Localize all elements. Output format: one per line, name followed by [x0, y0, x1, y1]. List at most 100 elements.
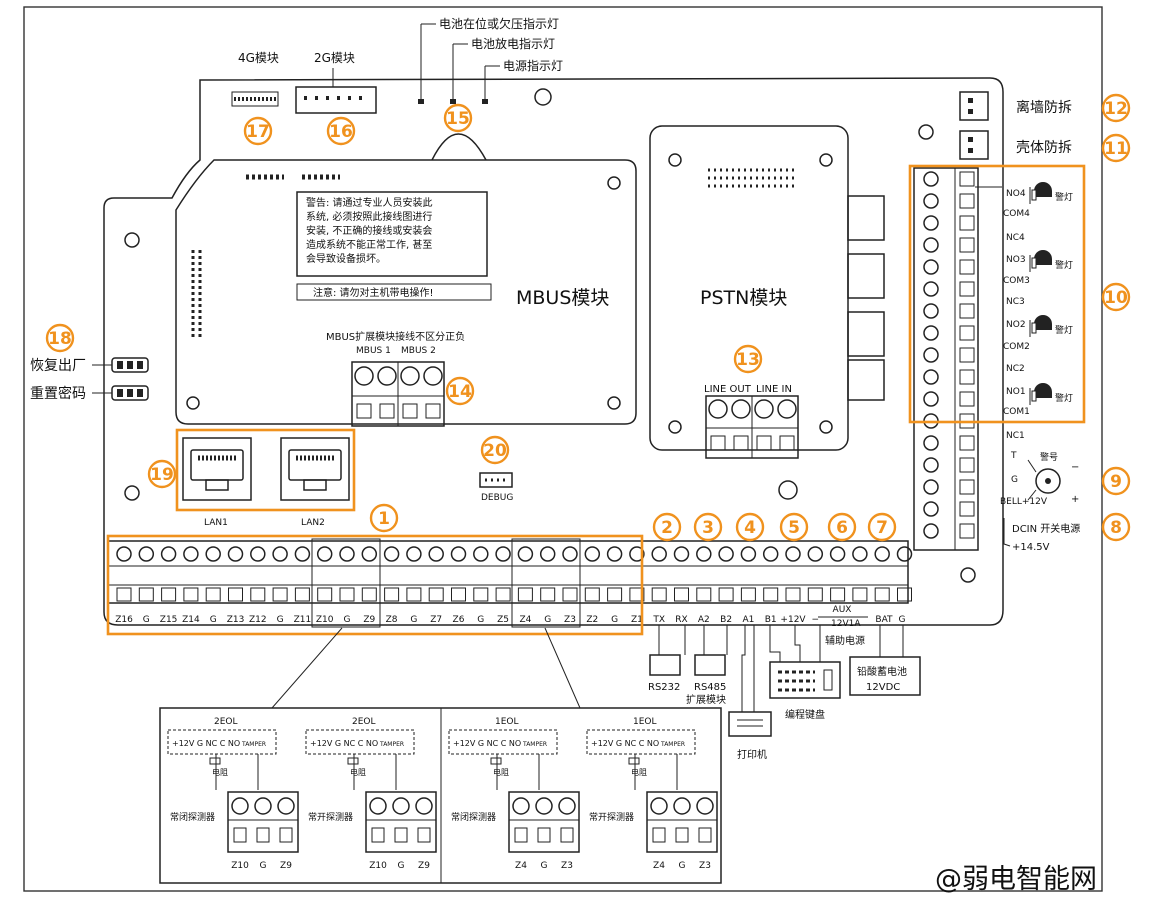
battery-hump	[431, 133, 487, 161]
detector-slot	[537, 827, 551, 843]
detector-title: 1EOL	[495, 717, 519, 727]
warning-box	[296, 191, 488, 277]
detector-tamper: TAMPER	[660, 741, 685, 748]
terminal-label: Z13	[227, 615, 245, 625]
callout-number: 13	[736, 350, 760, 370]
siren-plus: +	[1071, 494, 1079, 505]
detector-screw	[535, 797, 553, 815]
terminal-screw	[629, 546, 645, 562]
mbus1-label: MBUS 1	[356, 346, 391, 356]
terminal-screw	[250, 546, 266, 562]
relay-screw	[923, 325, 939, 341]
relay-slot	[959, 215, 975, 231]
relay-screw	[923, 259, 939, 275]
relay-com3: COM3	[1003, 276, 1030, 286]
terminal-slot	[540, 587, 556, 602]
relay-slot	[959, 391, 975, 407]
terminal-screw	[160, 546, 177, 562]
detector-name: 常闭探测器	[451, 811, 496, 823]
relay-screw	[923, 435, 939, 451]
relay-slot	[959, 479, 975, 495]
wall-tamper-switch	[959, 91, 989, 121]
relay-screw	[923, 501, 939, 517]
callout-number: 17	[246, 122, 270, 142]
detector-pins: +12V G NC C NO	[172, 739, 240, 748]
terminal-screw	[740, 546, 757, 562]
relay-slot	[959, 193, 975, 209]
lan2-port[interactable]	[280, 437, 350, 501]
keypad-device: 编程键盘 辅助电源	[769, 625, 865, 721]
module-4g-label: 4G模块	[238, 51, 279, 65]
relay-screw	[923, 237, 939, 253]
terminal-slot	[294, 587, 310, 602]
detector-screw	[696, 797, 714, 815]
pstn-module-title: PSTN模块	[700, 287, 787, 309]
terminal-slot	[852, 587, 868, 602]
detector-screw	[650, 797, 668, 815]
relay-terminal-column	[913, 167, 979, 551]
relay-highlight	[908, 164, 1086, 424]
terminal-label: G	[477, 615, 484, 625]
terminal-screws	[116, 546, 913, 602]
terminal-screw	[383, 546, 400, 562]
detector-pins: +12V G NC C NO	[453, 739, 521, 748]
detector-slot	[417, 827, 431, 843]
detector-screw	[512, 797, 530, 815]
detector-terminal-label: Z4	[653, 861, 665, 871]
detector-screw	[231, 797, 249, 815]
battery-label-1: 铅酸蓄电池	[857, 665, 907, 678]
terminal-screw	[473, 546, 489, 562]
expansion-label: 扩展模块	[686, 693, 726, 706]
terminal-screw	[852, 546, 868, 562]
relay-no1: NO1	[1006, 387, 1026, 397]
callout-10	[1101, 282, 1131, 312]
terminal-screw	[272, 546, 288, 562]
relay-screw	[923, 369, 939, 385]
terminal-slot	[228, 587, 243, 602]
lamp-3: 警灯	[1029, 250, 1073, 272]
relay-slot	[959, 435, 975, 451]
resistor-label: 电阻	[493, 767, 509, 777]
terminal-label: Z2	[586, 615, 598, 625]
terminal-slot	[607, 587, 623, 602]
rs232-device: RS232	[648, 625, 686, 693]
detector-terminal-label: Z9	[418, 861, 430, 871]
lan1-port[interactable]	[182, 437, 252, 501]
relay-slot	[959, 303, 975, 319]
resistor-label: 电阻	[212, 767, 228, 777]
mount-hole	[918, 124, 934, 140]
callout-9	[1101, 466, 1131, 496]
terminal-label: G	[277, 615, 284, 625]
callout-number: 9	[1110, 472, 1122, 492]
relay-screw	[923, 215, 939, 231]
relay-slot	[959, 325, 975, 341]
terminal-slot	[116, 587, 132, 602]
terminal-screw	[673, 546, 690, 562]
terminal-label: G	[611, 615, 618, 625]
detector-name: 常开探测器	[589, 811, 634, 823]
detector-screw	[254, 797, 272, 815]
terminal-slot	[138, 587, 154, 602]
terminal-screw	[562, 546, 578, 562]
detector-slot	[652, 827, 666, 843]
lamp-4: 警灯	[975, 182, 1073, 204]
printer-label: 打印机	[737, 748, 767, 761]
detector-screw	[558, 797, 576, 815]
terminal-screw	[829, 546, 846, 562]
detector-terminal-label: Z3	[561, 861, 573, 871]
detector-title: 2EOL	[352, 717, 376, 727]
terminal-slot	[317, 587, 333, 602]
lamp-1: 警灯	[1029, 383, 1073, 405]
pstn-line-out: LINE OUT	[704, 384, 752, 395]
detector-terminal-label: Z3	[699, 861, 711, 871]
pstn-line-in: LINE IN	[756, 384, 792, 395]
callout-number: 4	[744, 518, 756, 538]
mount-hole	[960, 567, 976, 583]
terminal-slot	[830, 587, 846, 602]
watermark: @弱电智能网	[935, 864, 1097, 895]
battery-discharge-label: 电池放电指示灯	[471, 36, 555, 51]
relay-com4: COM4	[1003, 209, 1030, 219]
